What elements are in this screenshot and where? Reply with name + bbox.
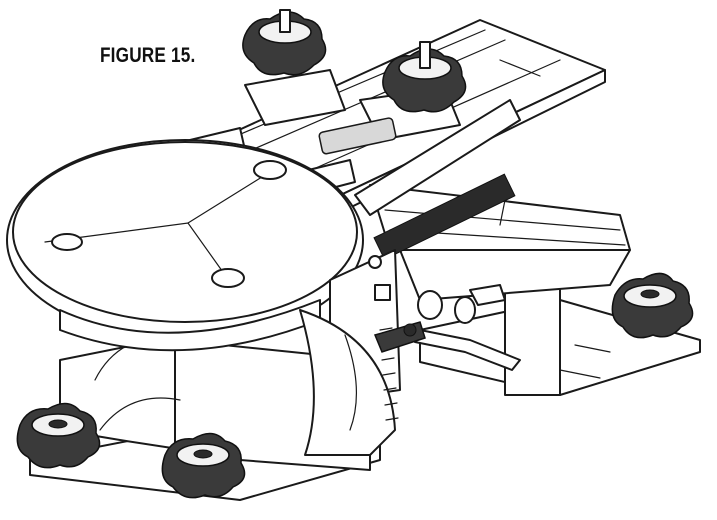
figure-label: FIGURE 15. [100, 44, 196, 67]
angled-rail [354, 99, 631, 301]
knob-top-left[interactable] [242, 9, 327, 76]
round-platform [6, 139, 364, 352]
angle-protractor [299, 249, 424, 456]
knob-base-left[interactable] [16, 402, 101, 469]
knob-base-center[interactable] [161, 432, 246, 499]
knob-right-rear[interactable] [611, 272, 694, 339]
protractor-handle[interactable] [373, 321, 426, 353]
knob-top-right[interactable] [382, 41, 467, 113]
